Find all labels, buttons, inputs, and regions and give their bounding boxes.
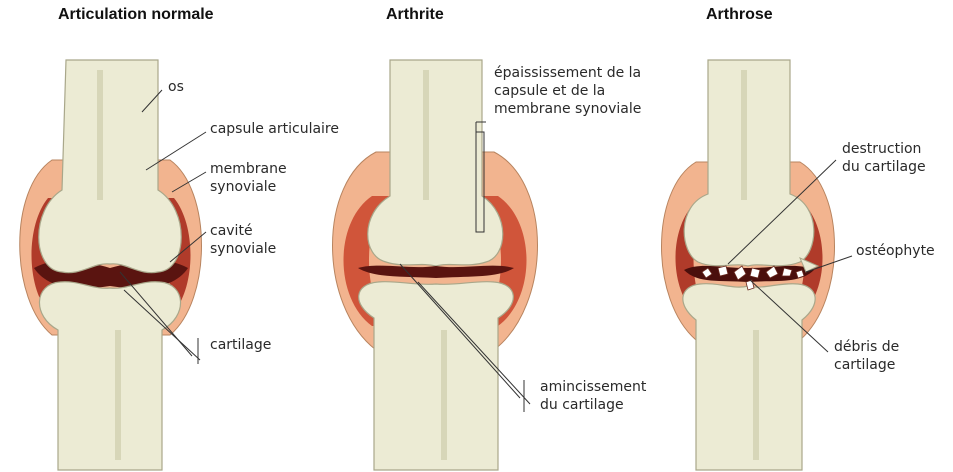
label-capsule-thickening: épaississement de la capsule et de la me… [494,64,641,118]
label-cartilage-debris: débris de cartilage [834,338,899,374]
label-synovial-membrane: membrane synoviale [210,160,287,196]
label-cartilage: cartilage [210,336,271,354]
lower-bone-arthritis [359,282,514,470]
panel-osteoarthritis [662,60,853,470]
label-joint-capsule: capsule articulaire [210,120,339,138]
title-normal-joint: Articulation normale [58,6,214,24]
label-cartilage-thinning: amincissement du cartilage [540,378,646,414]
label-cartilage-destruction: destruction du cartilage [842,140,926,176]
title-arthritis: Arthrite [386,6,444,24]
title-osteoarthritis: Arthrose [706,6,773,24]
lower-bone-osteoarthritis [683,284,815,470]
panel-normal-joint [20,60,206,470]
panel-arthritis [333,60,538,470]
label-osteophyte: ostéophyte [856,242,935,260]
label-synovial-cavity: cavité synoviale [210,222,276,258]
lower-bone-normal [39,282,180,470]
label-bone: os [168,78,184,96]
